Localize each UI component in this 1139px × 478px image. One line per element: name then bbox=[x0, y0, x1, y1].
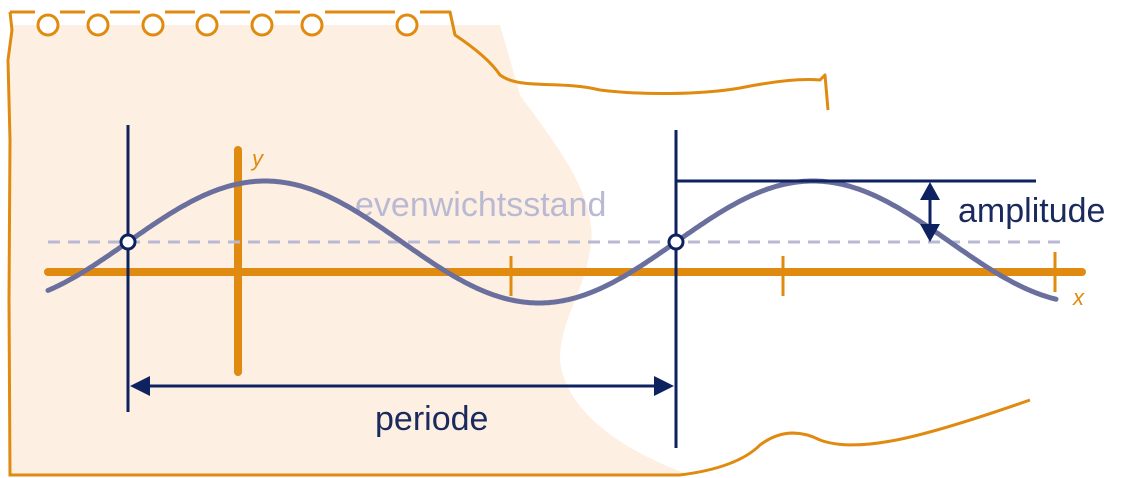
paper-left-edge bbox=[6, 11, 680, 477]
paper-shading bbox=[10, 25, 690, 475]
paper-outline bbox=[10, 10, 830, 111]
binding-hole bbox=[86, 13, 110, 37]
period-arrow-right-head bbox=[654, 376, 674, 396]
amplitude-arrow-top-head bbox=[920, 182, 940, 200]
binding-hole bbox=[300, 13, 324, 37]
y-axis-label: y bbox=[250, 146, 265, 171]
equilibrium-point-left bbox=[119, 233, 137, 251]
paper-bottom-edge bbox=[679, 398, 1031, 477]
amplitude-arrow-bottom-head bbox=[920, 224, 940, 242]
equilibrium-label: evenwichtsstand bbox=[355, 186, 606, 224]
binding-hole bbox=[141, 13, 165, 37]
period-arrow-left-head bbox=[130, 376, 150, 396]
binding-hole bbox=[395, 13, 419, 37]
sine-wave bbox=[45, 178, 1059, 306]
binding-holes bbox=[36, 13, 419, 37]
binding-hole bbox=[250, 13, 274, 37]
equilibrium-point-right bbox=[667, 233, 685, 251]
binding-hole bbox=[195, 13, 219, 37]
x-axis-label: x bbox=[1072, 285, 1085, 310]
binding-hole bbox=[36, 13, 60, 37]
amplitude-label: amplitude bbox=[958, 192, 1105, 230]
period-label: periode bbox=[375, 400, 488, 438]
